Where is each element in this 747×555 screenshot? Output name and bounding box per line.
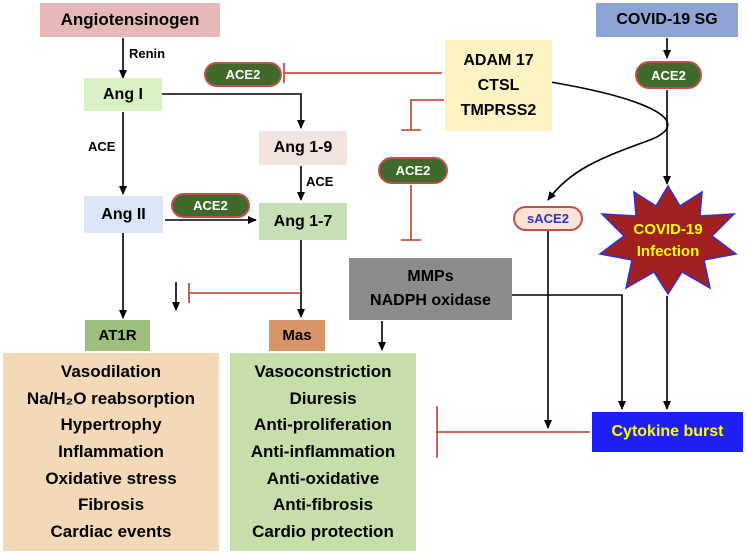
protease-adam17: ADAM 17	[463, 52, 534, 69]
ang1-box: Ang I	[84, 78, 162, 111]
ang17-label: Ang 1-7	[273, 212, 333, 230]
ace2-pill-ang2-label: ACE2	[193, 198, 228, 213]
at1r-effect: Fibrosis	[77, 495, 145, 515]
ace2-pill-ang1: ACE2	[204, 62, 282, 87]
covid-sg-label: COVID-19 SG	[616, 11, 718, 28]
protease-ctsl: CTSL	[477, 77, 520, 94]
mas-label: Mas	[282, 327, 312, 344]
ace2-pill-ang1-label: ACE2	[225, 67, 261, 82]
mas-effect: Vasoconstriction	[254, 362, 392, 382]
covid-sg-box: COVID-19 SG	[596, 3, 738, 37]
at1r-effect: Cardiac events	[50, 521, 172, 541]
ang17-box: Ang 1-7	[259, 203, 347, 240]
arrow-mmps-cytokine	[512, 294, 626, 410]
at1r-label: AT1R	[98, 327, 137, 344]
at1r-effect: Inflammation	[58, 441, 164, 461]
mmps-box: MMPs NADPH oxidase	[349, 258, 512, 320]
covid-infection-line1: COVID-19	[633, 221, 702, 238]
mas-box: Mas	[269, 320, 325, 351]
inhibit-proteases-ace2-middle	[410, 99, 444, 130]
at1r-effect: Oxidative stress	[45, 468, 177, 488]
mas-effect: Anti-proliferation	[254, 415, 392, 435]
ace2-pill-covid-label: ACE2	[651, 67, 686, 83]
sace2-pill: sACE2	[513, 206, 583, 231]
ace2-pill-covid: ACE2	[635, 61, 702, 89]
cytokine-burst-label: Cytokine burst	[611, 423, 724, 440]
arrow-proteases-sace2	[524, 77, 669, 201]
ace2-pill-ang2: ACE2	[171, 193, 250, 218]
at1r-effect: Hypertrophy	[60, 415, 162, 435]
at1r-effect: Vasodilation	[60, 362, 162, 382]
angiotensinogen-label: Angiotensinogen	[60, 10, 200, 29]
mas-effect: Diuresis	[289, 388, 357, 408]
cytokine-burst-box: Cytokine burst	[592, 412, 743, 452]
mas-effect: Cardio protection	[252, 521, 394, 541]
ang19-label: Ang 1-9	[273, 139, 333, 156]
nadph-label: NADPH oxidase	[370, 292, 491, 309]
mmps-label: MMPs	[407, 268, 454, 285]
arrow-ang1-ang19	[162, 93, 305, 129]
sace2-label: sACE2	[527, 211, 569, 226]
mas-effect: Anti-fibrosis	[272, 495, 374, 515]
angiotensinogen-box: Angiotensinogen	[40, 3, 220, 37]
ang19-box: Ang 1-9	[259, 131, 347, 165]
ang2-box: Ang II	[84, 196, 163, 233]
at1r-effect: Na/H₂O reabsorption	[26, 388, 196, 408]
mas-effect: Anti-inflammation	[250, 441, 396, 461]
proteases-box: ADAM 17 CTSL TMPRSS2	[445, 40, 552, 131]
mas-effects-list: Vasoconstriction Diuresis Anti-prolifera…	[230, 353, 416, 551]
covid-infection-line2: Infection	[637, 243, 700, 260]
ace-label: ACE	[88, 139, 116, 154]
renin-label: Renin	[129, 46, 166, 61]
protease-tmprss2: TMPRSS2	[460, 102, 537, 119]
covid-infection-star-shape	[598, 184, 738, 296]
at1r-effects-list: Vasodilation Na/H₂O reabsorption Hypertr…	[3, 353, 219, 551]
mas-effect: Anti-oxidative	[266, 468, 380, 488]
ang2-label: Ang II	[101, 205, 146, 223]
covid-infection-star: COVID-19 Infection	[598, 184, 738, 296]
at1r-box: AT1R	[85, 320, 150, 351]
ang1-label: Ang I	[103, 85, 143, 103]
ace2-pill-middle: ACE2	[378, 157, 448, 184]
ace2-pill-middle-label: ACE2	[395, 163, 431, 178]
ace-ang19-label: ACE	[306, 174, 334, 189]
